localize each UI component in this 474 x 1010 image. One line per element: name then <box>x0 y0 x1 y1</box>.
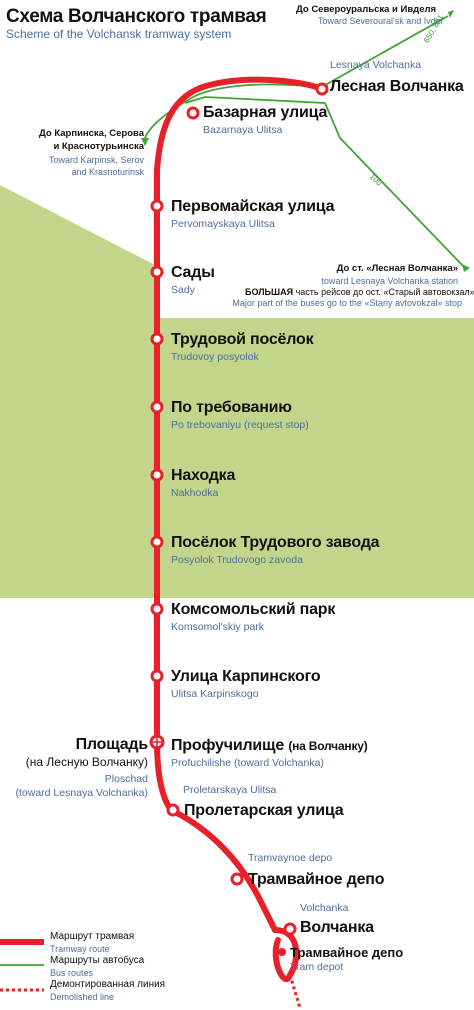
station-volchanka-en: Volchanka <box>300 902 349 914</box>
station-marker-bazarnaya <box>186 106 200 120</box>
station-karpinskogo[interactable]: Улица Карпинского <box>171 668 321 685</box>
bus-north-label-en: Toward Severoural'sk and Ivdel' <box>318 16 445 26</box>
station-marker-komsomolskiy <box>150 602 164 616</box>
station-lesnaya[interactable]: Лесная Волчанка <box>330 78 464 95</box>
station-trudovogo-zavoda-en: Posyolok Trudovogo zavoda <box>171 554 303 566</box>
station-ploschad-en-2: (toward Lesnaya Volchanka) <box>15 787 149 799</box>
station-nakhodka-en: Nakhodka <box>171 487 219 499</box>
legend-demolished-label-en: Demolished line <box>50 992 115 1002</box>
depot-marker <box>278 948 286 956</box>
green-area <box>0 185 474 598</box>
station-volchanka[interactable]: Волчанка <box>300 919 374 936</box>
tram-line-main <box>154 76 325 933</box>
bus-routes <box>144 15 466 269</box>
bus-arrow-north <box>448 10 454 18</box>
map-title: Схема Волчанского трамвая <box>6 6 267 27</box>
station-komsomolskiy-en: Komsomol'skiy park <box>171 621 265 633</box>
legend-bus-label-en: Bus routes <box>50 968 94 978</box>
station-po-trebovaniyu[interactable]: По требованию <box>171 399 292 416</box>
bus-west-label-en-1: Toward Karpinsk, Serov <box>48 155 144 165</box>
legend-demolished-label: Демонтированная линия <box>50 979 166 990</box>
tram-line-demolished <box>288 974 302 1009</box>
station-lesnaya-en: Lesnaya Volchanka <box>330 59 422 71</box>
station-tramvaynoe-depo-en: Tramvaynoe depo <box>248 852 333 864</box>
station-tramvaynoe-depo[interactable]: Трамвайное депо <box>248 871 385 888</box>
station-marker-trudovoy <box>150 332 164 346</box>
bus-route-inner <box>184 96 466 269</box>
station-profuchilishe-name: Профучилище <box>171 737 285 754</box>
bus-route-north <box>319 15 449 89</box>
station-ploschad[interactable]: Площадь <box>75 736 149 753</box>
station-marker-karpinskogo <box>150 669 164 683</box>
map-subtitle: Scheme of the Volchansk tramway system <box>6 27 232 41</box>
station-proletarskaya[interactable]: Пролетарская улица <box>184 802 344 819</box>
bus-west-label-2: и Краснотурьинска <box>53 141 144 152</box>
bus-east-note-en: Major part of the buses go to the «Stari… <box>232 298 462 308</box>
legend-tram-label: Маршрут трамвая <box>50 931 135 942</box>
station-komsomolskiy[interactable]: Комсомольский парк <box>171 601 336 618</box>
station-pervomayskaya-en: Pervomayskaya Ulitsa <box>171 218 275 230</box>
station-bazarnaya[interactable]: Базарная улица <box>203 104 328 121</box>
bus-north-label: До Североуральска и Ивделя <box>296 4 437 15</box>
bus-east-label: До ст. «Лесная Волчанка» <box>336 263 458 274</box>
station-marker-sady <box>150 265 164 279</box>
bus-west-label-1: До Карпинска, Серова <box>39 128 144 139</box>
bus-arrow-west <box>141 138 149 146</box>
station-pervomayskaya[interactable]: Первомайская улица <box>171 198 335 215</box>
station-ploschad-note: (на Лесную Волчанку) <box>25 755 148 769</box>
station-marker-lesnaya <box>315 82 329 96</box>
station-marker-pervomayskaya <box>150 199 164 213</box>
station-ploschad-en-1: Ploschad <box>104 773 148 785</box>
station-marker-nakhodka <box>150 468 164 482</box>
station-bazarnaya-en: Bazarnaya Ulitsa <box>203 124 283 136</box>
station-trudovoy-en: Trudovoy posyolok <box>171 351 259 363</box>
station-depot-en: Tram depot <box>290 961 344 973</box>
station-sady-en: Sady <box>171 284 195 296</box>
bus-east-note-rest: часть рейсов до ост. «Старый автовокзал» <box>295 287 474 297</box>
station-sady[interactable]: Сады <box>171 264 215 281</box>
bus-west-label-en-2: and Krasnoturinsk <box>71 167 144 177</box>
bus-arrows <box>141 10 470 272</box>
station-marker-volchanka <box>283 922 297 936</box>
legend-bus-label: Маршруты автобуса <box>50 955 145 966</box>
bus-east-label-en: toward Lesnaya Volchanka station <box>321 276 458 286</box>
station-trudovogo-zavoda[interactable]: Посёлок Трудового завода <box>171 534 380 551</box>
station-depot[interactable]: Трамвайное депо <box>290 945 404 960</box>
station-karpinskogo-en: Ulitsa Karpinskogo <box>171 688 259 700</box>
station-marker-trudovogo-zavoda <box>150 535 164 549</box>
bus-east-note: БОЛЬШАЯ часть рейсов до ост. «Старый авт… <box>245 287 474 297</box>
station-profuchilishe-en: Profuchilishe (toward Volchanka) <box>171 757 324 769</box>
station-profuchilishe[interactable]: Профучилище (на Волчанку) <box>171 737 368 755</box>
station-marker-tramvaynoe-depo <box>230 872 244 886</box>
station-marker-po-trebovaniyu <box>150 400 164 414</box>
station-nakhodka[interactable]: Находка <box>171 467 236 484</box>
station-trudovoy[interactable]: Трудовой посёлок <box>171 331 314 348</box>
bus-arrow-east <box>462 264 470 272</box>
legend-tram-label-en: Tramway route <box>50 944 110 954</box>
station-markers <box>149 82 329 936</box>
station-marker-proletarskaya <box>166 803 180 817</box>
station-proletarskaya-en: Proletarskaya Ulitsa <box>183 784 277 796</box>
bus-east-note-bold: БОЛЬШАЯ <box>245 287 294 297</box>
station-profuchilishe-note: (на Волчанку) <box>288 739 368 753</box>
station-po-trebovaniyu-en: Po trebovaniyu (request stop) <box>171 419 309 431</box>
